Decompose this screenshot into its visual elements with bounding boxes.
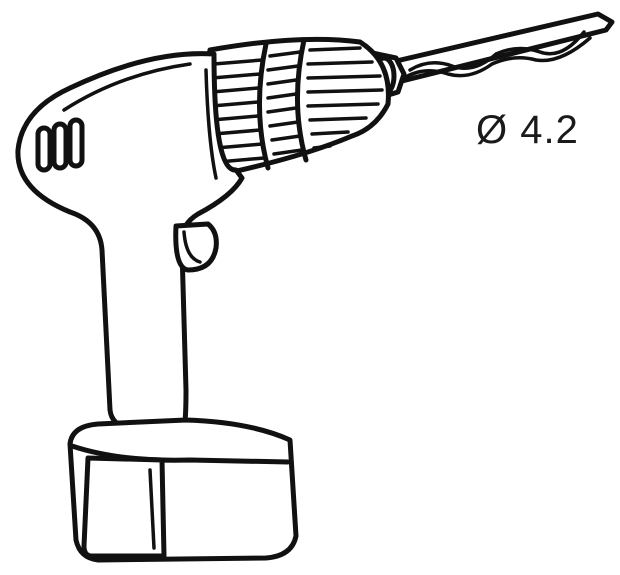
vent-slots (35, 117, 85, 173)
trigger (173, 221, 219, 273)
drill-bit (389, 11, 615, 85)
battery-pack (67, 417, 299, 563)
chuck (201, 36, 391, 179)
bit-diameter-label: Ø 4.2 (476, 108, 579, 152)
